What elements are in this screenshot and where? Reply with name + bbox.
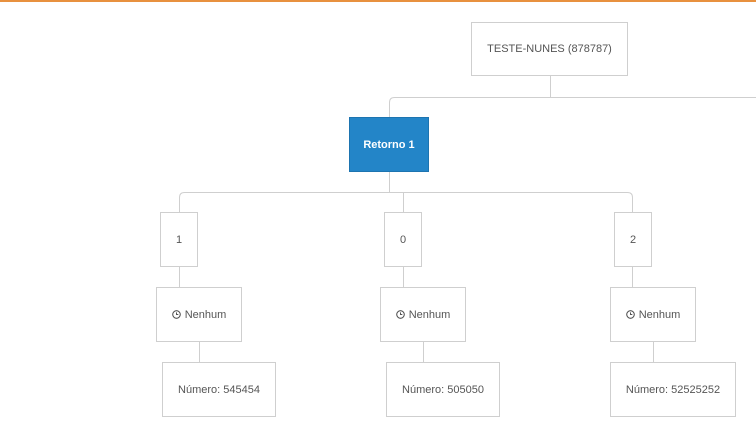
action-node-2[interactable]: Nenhum <box>610 287 696 342</box>
option-label: 1 <box>175 233 183 246</box>
number-label: Número: 545454 <box>178 383 260 396</box>
branch-node[interactable]: Retorno 1 <box>349 117 429 172</box>
connector-children-horizontal <box>179 192 633 212</box>
action-node-0[interactable]: Nenhum <box>380 287 466 342</box>
action-label: Nenhum <box>638 308 681 321</box>
number-label: Número: 52525252 <box>625 383 721 396</box>
connector-root-horizontal <box>389 97 756 117</box>
clock-icon <box>625 310 635 319</box>
action-label: Nenhum <box>408 308 451 321</box>
option-node-2[interactable]: 2 <box>614 212 652 267</box>
action-label: Nenhum <box>184 308 227 321</box>
option-label: 2 <box>629 233 637 246</box>
option-node-1[interactable]: 1 <box>160 212 198 267</box>
clock-icon <box>395 310 405 319</box>
number-label: Número: 505050 <box>402 383 484 396</box>
number-node-0[interactable]: Número: 505050 <box>386 362 500 417</box>
branch-node-label: Retorno 1 <box>363 138 415 151</box>
root-node[interactable]: TESTE-NUNES (878787) <box>471 22 628 76</box>
top-accent-bar <box>0 0 756 2</box>
clock-icon <box>171 310 181 319</box>
root-node-label: TESTE-NUNES (878787) <box>487 43 612 55</box>
number-node-2[interactable]: Número: 52525252 <box>610 362 736 417</box>
option-label: 0 <box>399 233 407 246</box>
number-node-1[interactable]: Número: 545454 <box>162 362 276 417</box>
option-node-0[interactable]: 0 <box>384 212 422 267</box>
action-node-1[interactable]: Nenhum <box>156 287 242 342</box>
